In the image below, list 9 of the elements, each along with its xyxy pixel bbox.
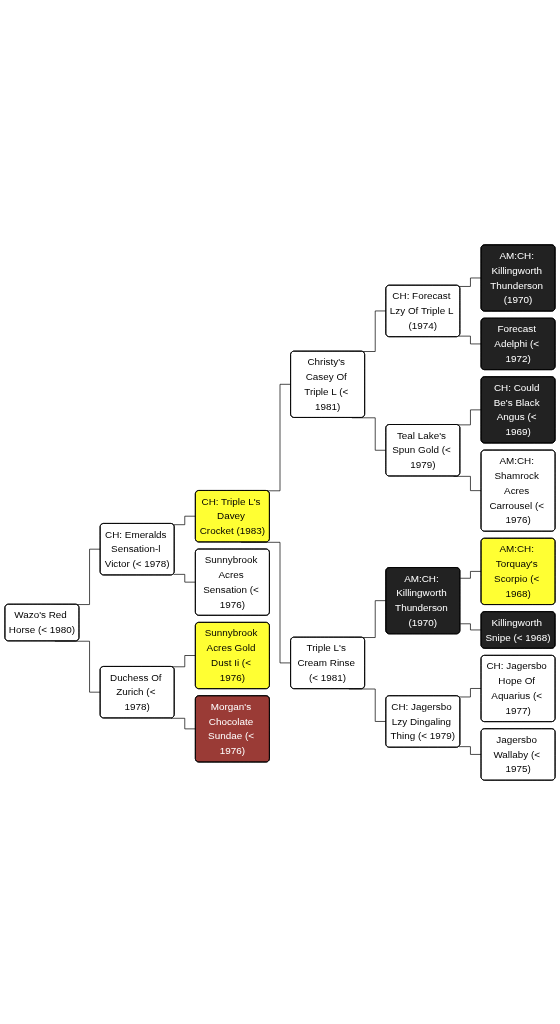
connector (459, 622, 482, 631)
connector (458, 335, 482, 345)
connector (458, 687, 482, 697)
connector (173, 515, 197, 525)
connector (170, 717, 197, 730)
connector (173, 573, 197, 583)
connector (458, 745, 482, 755)
connector (459, 570, 482, 579)
connector (458, 277, 482, 287)
